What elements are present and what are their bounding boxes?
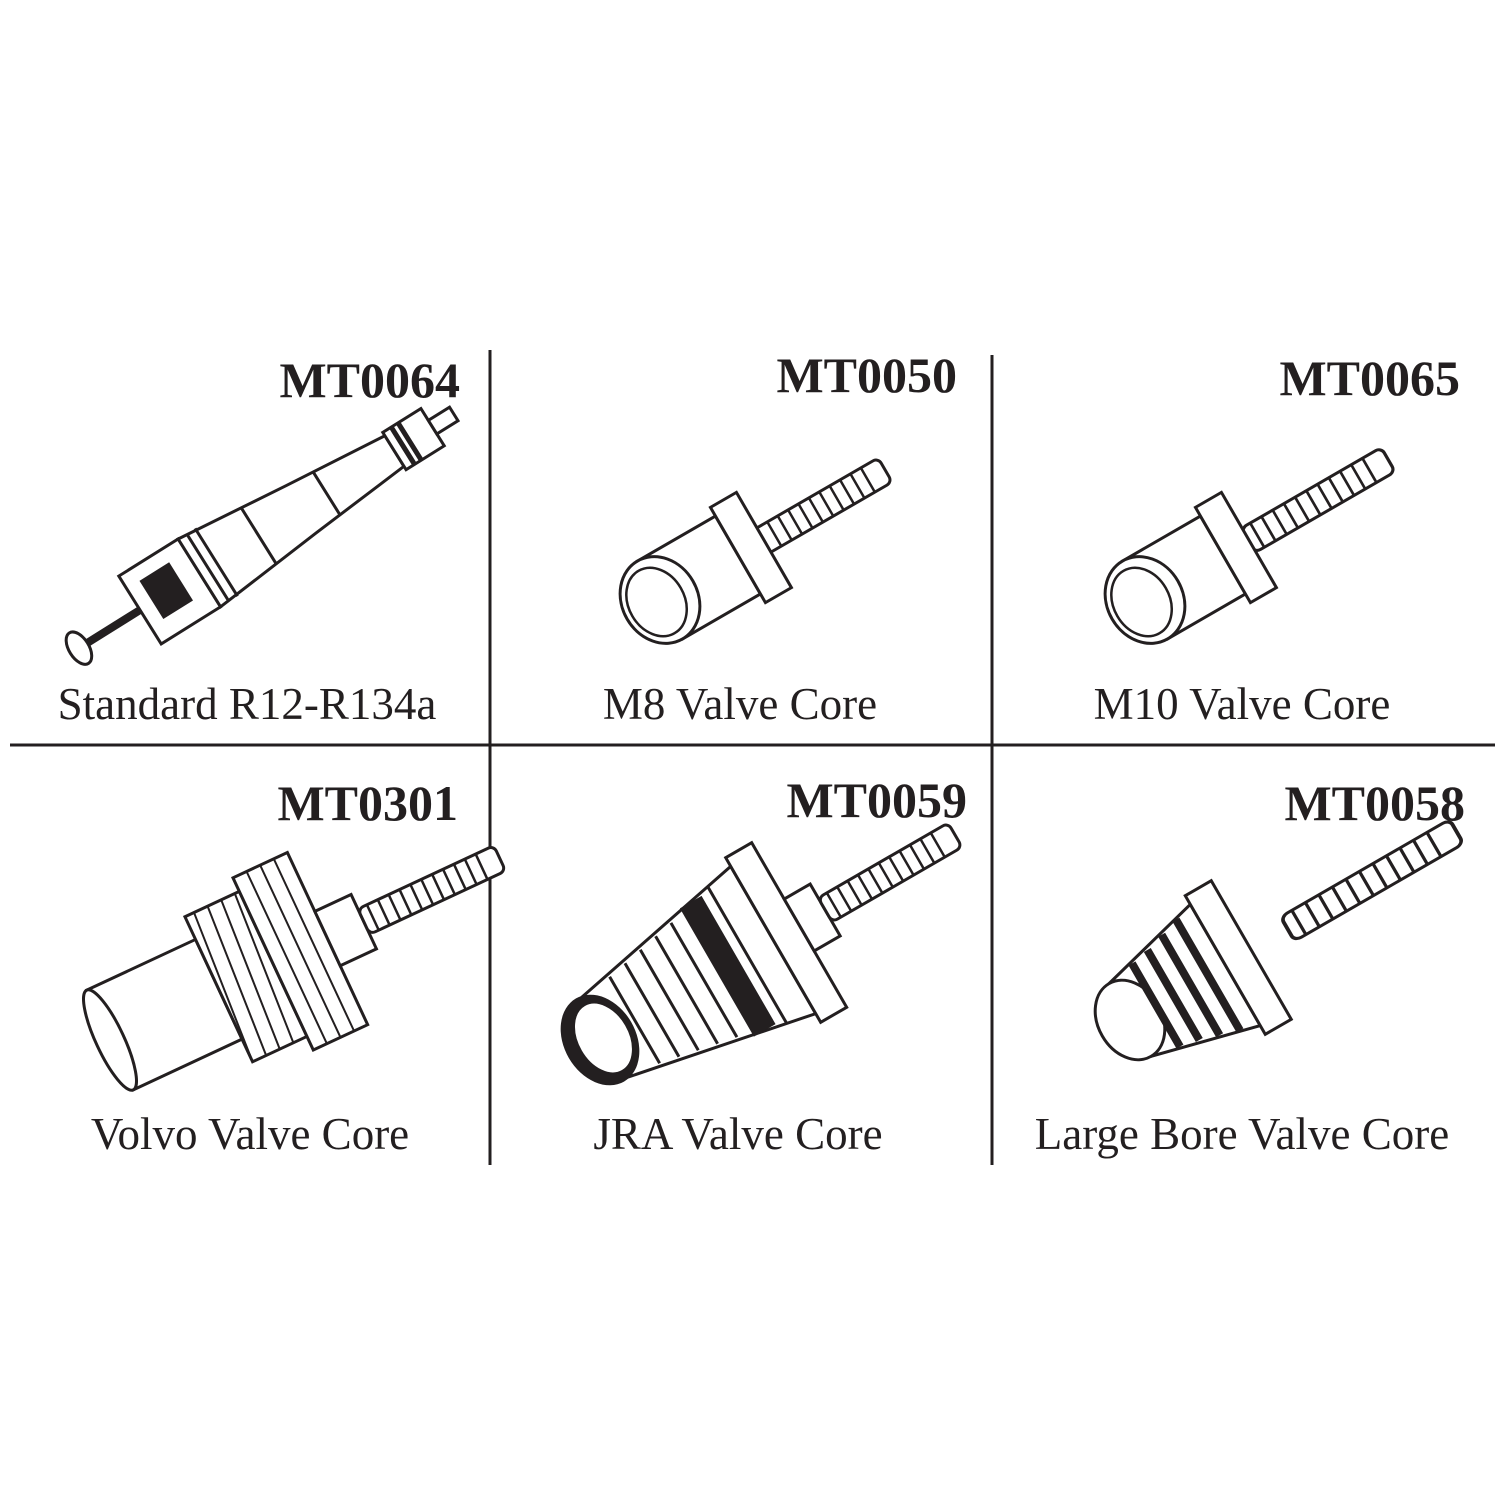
part-code: MT0301 — [277, 775, 458, 831]
part-code: MT0058 — [1284, 775, 1465, 831]
part-name: Volvo Valve Core — [90, 1109, 410, 1159]
jra-valve-core-icon — [560, 821, 964, 1086]
part-code: MT0064 — [279, 352, 460, 408]
m10-valve-core-icon — [1083, 445, 1397, 669]
standard-valve-core-icon — [64, 405, 461, 666]
part-name: Large Bore Valve Core — [1034, 1109, 1450, 1159]
part-code: MT0059 — [786, 772, 967, 828]
part-code: MT0050 — [776, 347, 957, 403]
part-code: MT0065 — [1279, 350, 1460, 406]
part-name: M10 Valve Core — [1093, 679, 1391, 729]
volvo-valve-core-icon — [82, 844, 508, 1092]
large-bore-valve-core-icon — [1093, 817, 1466, 1062]
part-name: Standard R12-R134a — [57, 679, 437, 729]
m8-valve-core-icon — [598, 456, 894, 669]
part-name: JRA Valve Core — [593, 1109, 883, 1159]
part-name: M8 Valve Core — [602, 679, 878, 729]
